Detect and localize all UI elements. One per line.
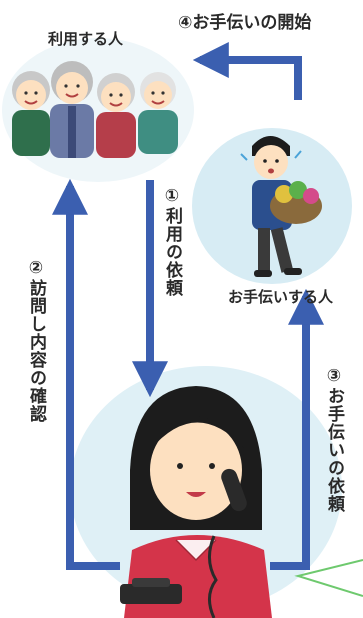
step4-label: ④お手伝いの開始 [178, 13, 312, 33]
arrow-step4 [192, 42, 302, 100]
woman-on-phone-illustration [120, 386, 272, 618]
step3-label: ③お手伝いの依頼 [324, 366, 344, 513]
users-label: 利用する人 [48, 30, 124, 48]
arrow-step3 [270, 288, 324, 570]
man-carrying-laundry-illustration [240, 136, 322, 277]
callout-lines [294, 559, 363, 597]
elderly-group-illustration [12, 61, 178, 158]
arrow-step2 [52, 178, 120, 570]
helper-label: お手伝いする人 [228, 288, 334, 306]
step2-label: ②訪問し内容の確認 [26, 258, 46, 423]
step1-label: ①利用の依頼 [162, 186, 182, 297]
